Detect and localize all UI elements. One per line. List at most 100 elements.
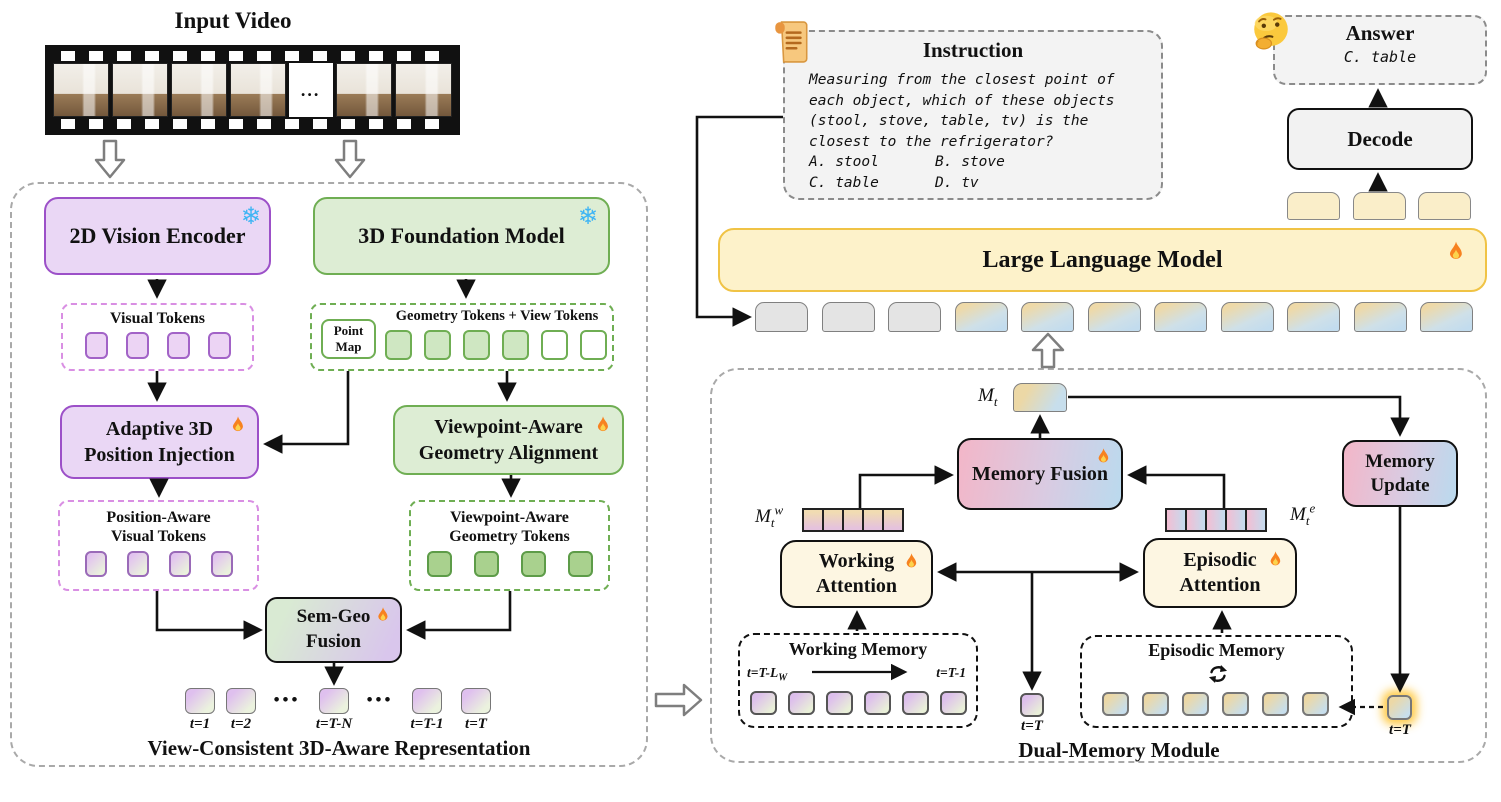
answer-token	[1287, 192, 1340, 220]
geometry-tokens-box: Point Map Geometry Tokens + View Tokens	[310, 303, 614, 371]
working-memory-readout-token	[822, 508, 844, 532]
point-map-label: Map	[335, 339, 362, 354]
answer-box: Answer C. table	[1273, 15, 1487, 85]
episodic-memory-tokens-row	[1165, 508, 1267, 532]
hollow-down-arrow	[334, 139, 366, 179]
llm-label: Large Language Model	[982, 246, 1223, 273]
fire-icon	[232, 416, 243, 432]
episodic-memory-slot	[1102, 692, 1129, 716]
visual-token	[125, 332, 149, 359]
foundation-model-label: 3D Foundation Model	[358, 223, 565, 248]
geometry-token	[424, 330, 451, 360]
working-memory-box: Working Memory t=T-LW t=T-1	[738, 633, 978, 728]
view-token	[541, 330, 568, 360]
llm-input-tokens-row	[755, 302, 1473, 332]
film-ellipsis: ...	[288, 63, 333, 117]
output-token	[319, 688, 349, 714]
sem-geo-fusion-label: Sem-Geo	[296, 606, 371, 628]
fire-icon	[597, 416, 608, 432]
output-token	[226, 688, 256, 714]
episodic-memory-slots	[1102, 692, 1329, 716]
visual-tokens-box: Visual Tokens	[61, 303, 254, 371]
adaptive-injection-label: Adaptive 3D	[105, 418, 214, 440]
episodic-memory-title: Episodic Memory	[1148, 640, 1285, 660]
vision-encoder-box: 2D Vision Encoder ❄	[44, 197, 271, 275]
position-aware-tokens-row	[84, 551, 233, 578]
geometry-token	[502, 330, 529, 360]
ellipsis-dots: •••	[366, 690, 394, 709]
new-memory-token	[1387, 695, 1412, 720]
instruction-title: Instruction	[922, 38, 1024, 62]
video-frame	[395, 63, 453, 117]
input-video-title: Input Video	[174, 8, 292, 33]
ellipsis-dots: •••	[273, 690, 301, 709]
episodic-memory-readout-token	[1225, 508, 1247, 532]
viewpoint-geometry-token	[473, 551, 499, 578]
memory-token	[1021, 302, 1074, 332]
geometry-tokens-row	[385, 330, 607, 360]
video-frame	[111, 63, 168, 117]
output-token	[461, 688, 491, 714]
position-aware-token	[210, 551, 233, 578]
timestep-label: t=T	[465, 716, 487, 732]
memory-update-label: Update	[1370, 474, 1430, 496]
memory-update-box: Memory Update	[1342, 440, 1458, 507]
film-frames: ...	[53, 63, 453, 117]
text-token	[755, 302, 808, 332]
video-frame	[335, 63, 393, 117]
mte-label: Mte	[1290, 500, 1316, 528]
working-memory-slot	[788, 691, 815, 715]
position-aware-token	[126, 551, 149, 578]
position-aware-token	[84, 551, 107, 578]
working-memory-slot	[864, 691, 891, 715]
episodic-memory-readout-token	[1185, 508, 1207, 532]
episodic-memory-slot	[1262, 692, 1289, 716]
sem-geo-fusion-box: Sem-Geo Fusion	[265, 597, 402, 663]
llm-box: Large Language Model	[718, 228, 1487, 292]
option-c: C. table	[809, 175, 879, 191]
fire-icon	[378, 607, 388, 621]
memory-fusion-box: Memory Fusion	[957, 438, 1123, 510]
video-frame	[229, 63, 286, 117]
fire-icon	[1270, 551, 1281, 566]
viewpoint-alignment-label: Geometry Alignment	[418, 442, 599, 464]
episodic-memory-slot	[1222, 692, 1249, 716]
sem-geo-fusion-label: Fusion	[306, 631, 361, 652]
working-memory-slot	[826, 691, 853, 715]
viewpoint-tokens-row	[426, 551, 593, 578]
geometry-token	[463, 330, 490, 360]
point-map-box: Point Map	[321, 319, 376, 359]
new-memory-label: t=T	[1389, 722, 1411, 738]
film-frames-left	[53, 63, 286, 117]
film-sprocket-holes-top	[53, 51, 452, 61]
instruction-box: Instruction Measuring from the closest p…	[783, 30, 1163, 200]
visual-tokens-row	[84, 332, 231, 359]
geometry-token	[385, 330, 412, 360]
output-token	[185, 688, 215, 714]
point-map-label: Point	[333, 322, 364, 338]
viewpoint-alignment-label: Viewpoint-Aware	[434, 416, 583, 438]
memory-token	[1420, 302, 1473, 332]
episodic-memory-slot	[1182, 692, 1209, 716]
hollow-down-arrow	[94, 139, 126, 179]
fused-memory-token	[1013, 383, 1067, 412]
episodic-memory-slot	[1302, 692, 1329, 716]
working-memory-slot	[902, 691, 929, 715]
working-memory-title: Working Memory	[788, 639, 928, 659]
working-memory-slots	[750, 691, 967, 715]
mt-label: Mt	[978, 385, 998, 409]
memory-token	[1220, 302, 1274, 332]
film-frames-right	[335, 63, 453, 117]
timestep-label: t=T-1	[410, 716, 444, 732]
adaptive-injection-box: Adaptive 3D Position Injection	[60, 405, 259, 479]
film-sprocket-holes-bottom	[53, 119, 452, 129]
episodic-memory-readout-token	[1165, 508, 1187, 532]
snowflake-icon: ❄	[240, 202, 261, 230]
memory-token	[954, 302, 1008, 332]
memory-token	[1087, 302, 1141, 332]
answer-token	[1352, 192, 1406, 220]
foundation-model-box: 3D Foundation Model ❄	[313, 197, 610, 275]
viewpoint-geometry-token	[426, 551, 452, 578]
